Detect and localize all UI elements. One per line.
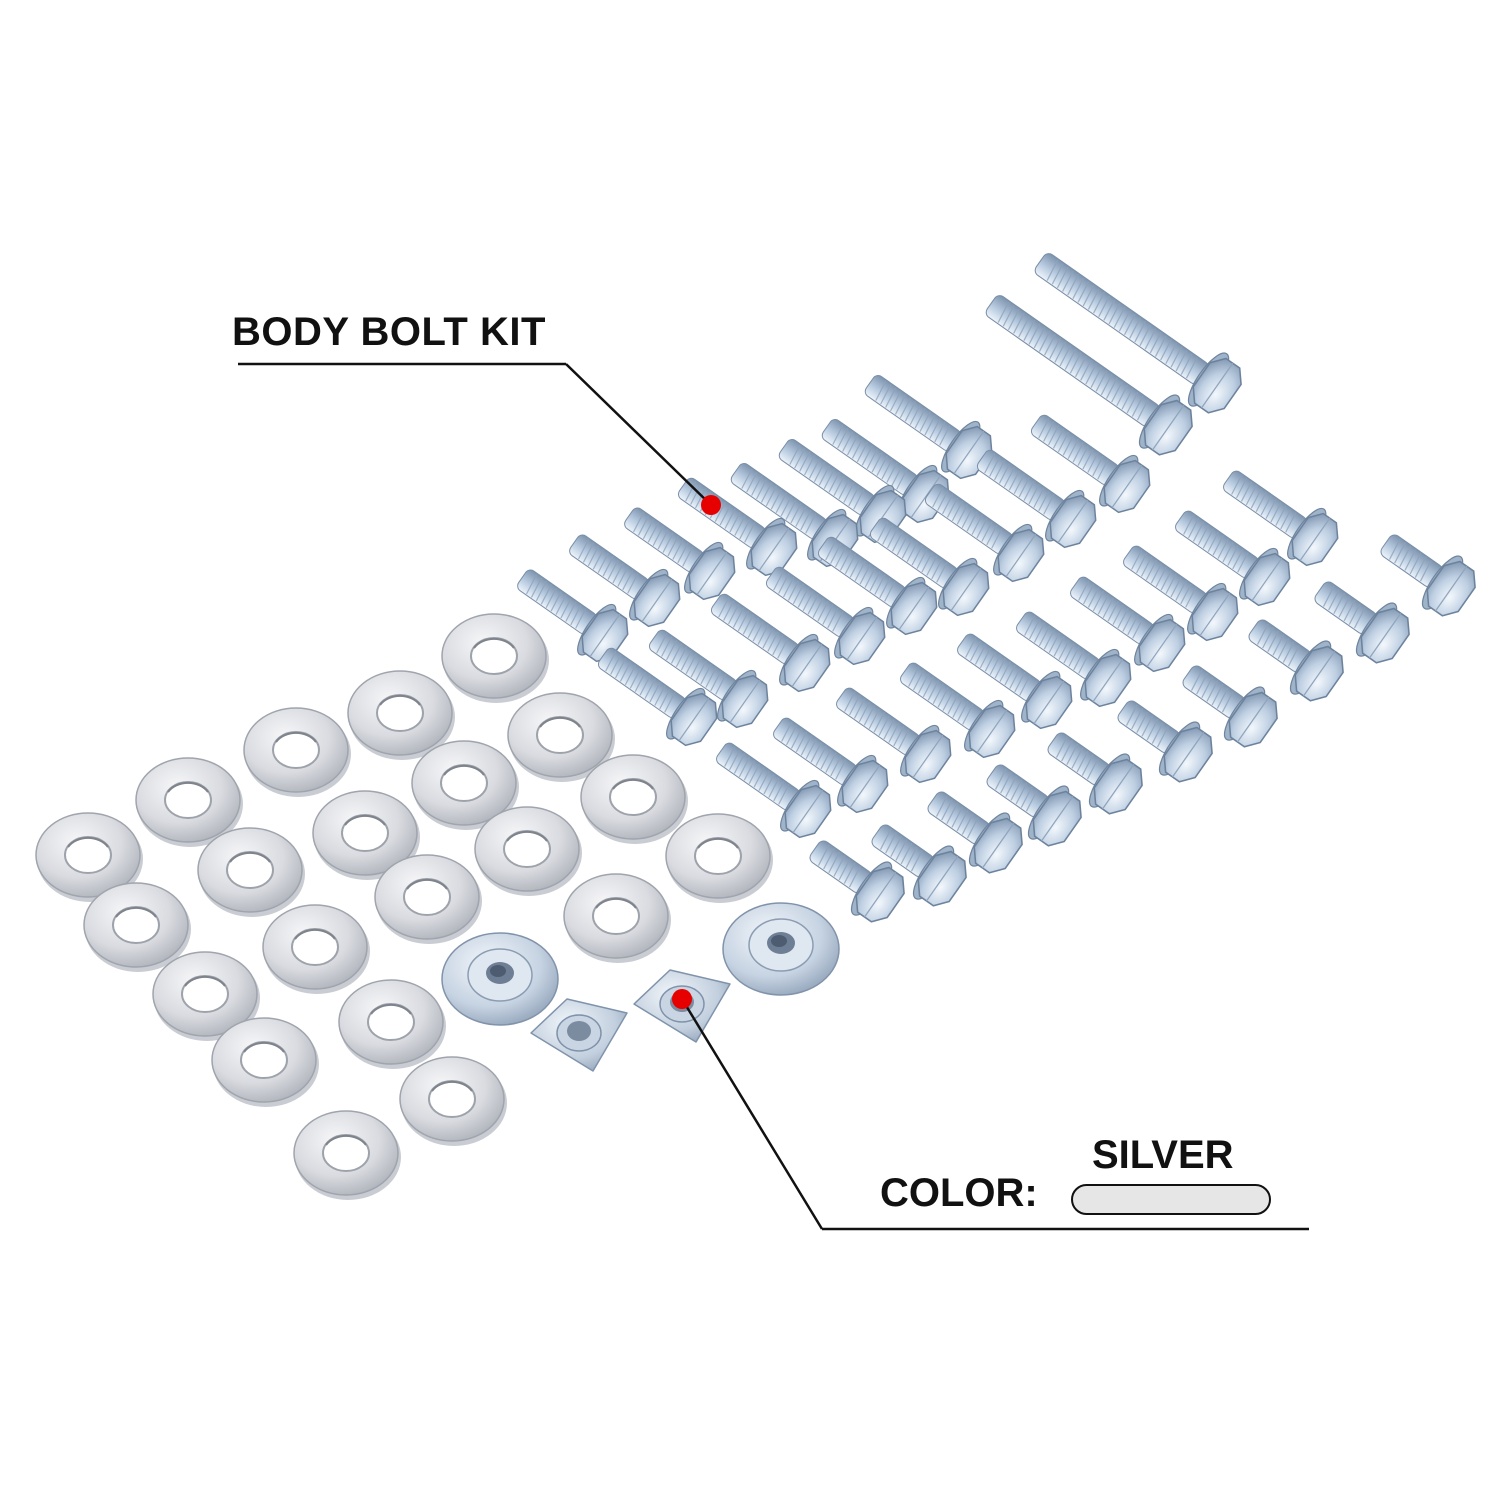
- flat-washer: [411, 740, 519, 830]
- flat-washer: [441, 613, 549, 703]
- flat-washer: [399, 1056, 507, 1146]
- flat-washer: [35, 812, 143, 902]
- callout-dot: [701, 495, 721, 515]
- flat-washer: [211, 1017, 319, 1107]
- flange-bolt: [624, 507, 736, 601]
- color-swatch: [1071, 1184, 1271, 1215]
- flange-bolt: [976, 449, 1097, 549]
- flat-washer: [507, 692, 615, 782]
- flange-bolt: [821, 419, 950, 524]
- flat-washer: [374, 854, 482, 944]
- kit-title: BODY BOLT KIT: [232, 310, 546, 354]
- flange-bolt: [597, 647, 718, 747]
- flat-washer: [312, 790, 420, 880]
- flat-washer: [293, 1110, 401, 1200]
- flange-bolt: [809, 840, 905, 923]
- flange-bolt: [1070, 576, 1186, 673]
- flange-bolt: [648, 629, 769, 729]
- flange-bolt: [1034, 253, 1242, 414]
- color-value: SILVER: [1092, 1133, 1234, 1177]
- flange-bolt: [836, 687, 952, 784]
- flange-bolt: [569, 534, 681, 628]
- flange-bolt: [1380, 534, 1476, 617]
- flat-washers-group: [35, 613, 773, 1200]
- flat-washer: [243, 707, 351, 797]
- flange-bolt: [957, 633, 1073, 730]
- flange-bolt: [765, 566, 886, 666]
- flange-bolt: [1117, 700, 1213, 783]
- callout-lines: [238, 362, 1309, 1231]
- flat-washer: [152, 951, 260, 1041]
- flange-bolt: [1314, 581, 1410, 664]
- flat-washer: [474, 806, 582, 896]
- flange-bolt: [817, 536, 938, 636]
- flange-bolt: [985, 295, 1193, 456]
- flat-washer: [262, 904, 370, 994]
- flange-bolt: [927, 791, 1023, 874]
- flange-bolt: [773, 717, 889, 814]
- flat-washer: [338, 979, 446, 1069]
- cup-nut: [722, 902, 840, 996]
- flange-bolt: [986, 764, 1082, 847]
- flat-washer: [563, 873, 671, 963]
- flange-bolts-group: [517, 253, 1476, 923]
- flat-washer: [665, 813, 773, 903]
- title-leader-line: [565, 363, 712, 506]
- flange-bolt: [1030, 414, 1151, 514]
- flange-bolt: [924, 483, 1045, 583]
- flat-washer: [135, 757, 243, 847]
- flange-bolt: [1175, 510, 1291, 607]
- flange-bolt: [1123, 545, 1239, 642]
- flange-bolt: [869, 517, 990, 617]
- color-label: COLOR:: [880, 1171, 1038, 1215]
- flat-washer: [580, 754, 688, 844]
- flange-bolt: [517, 569, 629, 663]
- flange-bolt: [871, 824, 967, 907]
- flange-bolt: [1223, 470, 1339, 567]
- flange-bolt: [900, 662, 1016, 759]
- flange-bolt: [1248, 619, 1344, 702]
- flat-washer: [197, 827, 305, 917]
- flange-bolt: [1047, 732, 1143, 815]
- flange-bolt: [1016, 611, 1132, 708]
- flange-bolt: [716, 742, 832, 839]
- cup-nut: [441, 932, 559, 1026]
- callout-dot: [672, 989, 692, 1009]
- flange-bolt: [1182, 665, 1278, 748]
- flat-washer: [347, 670, 455, 760]
- color-leader-line: [680, 998, 824, 1230]
- square-nut: [530, 998, 628, 1072]
- flat-washer: [83, 882, 191, 972]
- flange-bolt: [710, 593, 831, 693]
